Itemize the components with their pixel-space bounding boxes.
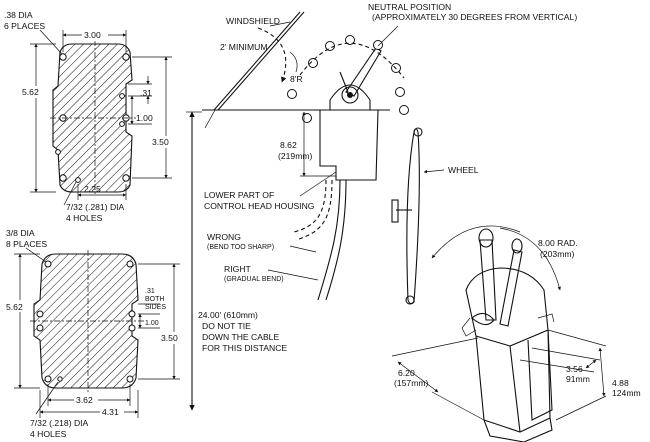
isometric-control-head-labels: 8.00 RAD. (203mm) 6.20 (157mm) 3.56 91mm… xyxy=(394,238,641,398)
bottom-width-dimension: 2.25 xyxy=(84,184,101,194)
holes-dia-label: .38 DIA xyxy=(4,10,33,20)
mid-mm: 91mm xyxy=(566,374,590,384)
wrong-label: WRONG xyxy=(207,232,241,242)
right-note: (GRADUAL BEND) xyxy=(224,276,284,283)
mount-hole xyxy=(59,53,67,61)
mount-hole xyxy=(126,375,134,383)
neutral-position-label: NEUTRAL POSITION xyxy=(368,2,451,12)
lever-position-marker xyxy=(345,35,355,45)
windshield-label: WINDSHIELD xyxy=(226,16,280,26)
small-hole xyxy=(119,121,125,127)
isometric-control-head xyxy=(391,225,607,442)
mount-hole xyxy=(36,310,44,318)
cable-note-3: FOR THIS DISTANCE xyxy=(202,343,287,353)
both-label: BOTH xyxy=(145,296,164,303)
template-top-outline xyxy=(52,43,133,193)
height-mm: (219mm) xyxy=(278,151,313,161)
small-hole xyxy=(55,149,61,155)
mount-hole xyxy=(126,260,134,268)
cable-note-1: DO NOT TIE xyxy=(202,321,251,331)
cable-note-2: DOWN THE CABLE xyxy=(202,332,279,342)
mount-hole xyxy=(59,174,67,182)
width-mm: 124mm xyxy=(612,388,641,398)
wrong-note: (BEND TOO SHARP) xyxy=(207,244,274,251)
lever-position-marker xyxy=(325,41,335,51)
lower-part-label: LOWER PART OF xyxy=(204,190,274,200)
mount-hole xyxy=(122,174,130,182)
offset-dimension: .31 xyxy=(145,288,155,295)
width-dimension: 3.00 xyxy=(84,30,101,40)
width-inches: 4.88 xyxy=(612,378,629,388)
small-holes-count-label: 4 HOLES xyxy=(66,213,103,223)
mounting-template-bottom-labels: 3/8 DIA 8 PLACES 5.62 .31 BOTH SIDES 1.0… xyxy=(6,228,178,439)
installation-side-view-labels: WINDSHIELD 2' MINIMUM 8'R NEUTRAL POSITI… xyxy=(198,2,577,353)
depth-inches: 6.20 xyxy=(398,368,415,378)
right-height-dimension: 3.50 xyxy=(152,137,169,147)
lever-position-marker xyxy=(399,105,409,115)
lever-position-marker xyxy=(373,40,383,50)
mid-inches: 3.56 xyxy=(566,364,583,374)
depth-mm: (157mm) xyxy=(394,378,429,388)
sides-label: SIDES xyxy=(145,304,166,311)
right-label: RIGHT xyxy=(224,264,251,274)
mounting-template-top xyxy=(20,29,172,206)
small-holes-dia-label: 7/32 (.218) DIA xyxy=(30,418,89,428)
small-hole xyxy=(75,177,81,183)
holes-count-label: 6 PLACES xyxy=(4,21,45,31)
mount-hole xyxy=(36,324,44,332)
holes-dia-label: 3/8 DIA xyxy=(6,228,35,238)
mount-hole xyxy=(122,53,130,61)
height-dimension: 5.62 xyxy=(6,302,23,312)
radius-label: 8'R xyxy=(290,74,303,84)
lever-position-marker xyxy=(395,87,405,97)
minimum-label: 2' MINIMUM xyxy=(220,42,267,52)
mount-hole xyxy=(128,310,136,318)
lever-position-marker xyxy=(308,58,318,68)
gap-dimension: 1.00 xyxy=(136,113,153,123)
small-hole xyxy=(57,376,63,382)
lever-position-marker xyxy=(287,89,297,99)
inner-width-dimension: 3.62 xyxy=(76,395,93,405)
mount-hole xyxy=(44,375,52,383)
holes-count-label: 8 PLACES xyxy=(6,239,47,249)
mount-hole xyxy=(128,324,136,332)
neutral-angle-note: (APPROXIMATELY 30 DEGREES FROM VERTICAL) xyxy=(372,12,577,22)
steering-wheel xyxy=(391,127,423,305)
installation-side-view xyxy=(186,11,445,411)
small-holes-dia-label: 7/32 (.281) DIA xyxy=(66,202,125,212)
wheel-label: WHEEL xyxy=(448,165,479,175)
mounting-template-top-labels: .38 DIA 6 PLACES 3.00 5.62 .31 1.00 3.50… xyxy=(4,10,169,223)
cable-length-label: 24.00' (610mm) xyxy=(198,310,258,320)
right-height-dimension: 3.50 xyxy=(161,333,178,343)
radius-inches: 8.00 RAD. xyxy=(538,238,578,248)
control-head-housing xyxy=(319,109,379,181)
mounting-template-bottom xyxy=(4,247,180,418)
small-holes-count-label: 4 HOLES xyxy=(30,429,67,439)
gap-dimension: 1.00 xyxy=(145,320,159,327)
small-hole xyxy=(119,93,125,99)
mount-hole xyxy=(44,260,52,268)
offset-dimension: .31 xyxy=(140,88,152,98)
height-dimension: 5.62 xyxy=(22,87,39,97)
outer-width-dimension: 4.31 xyxy=(102,407,119,417)
radius-mm: (203mm) xyxy=(540,249,575,259)
height-inches: 8.62 xyxy=(280,140,297,150)
control-head-label: CONTROL HEAD HOUSING xyxy=(204,201,315,211)
